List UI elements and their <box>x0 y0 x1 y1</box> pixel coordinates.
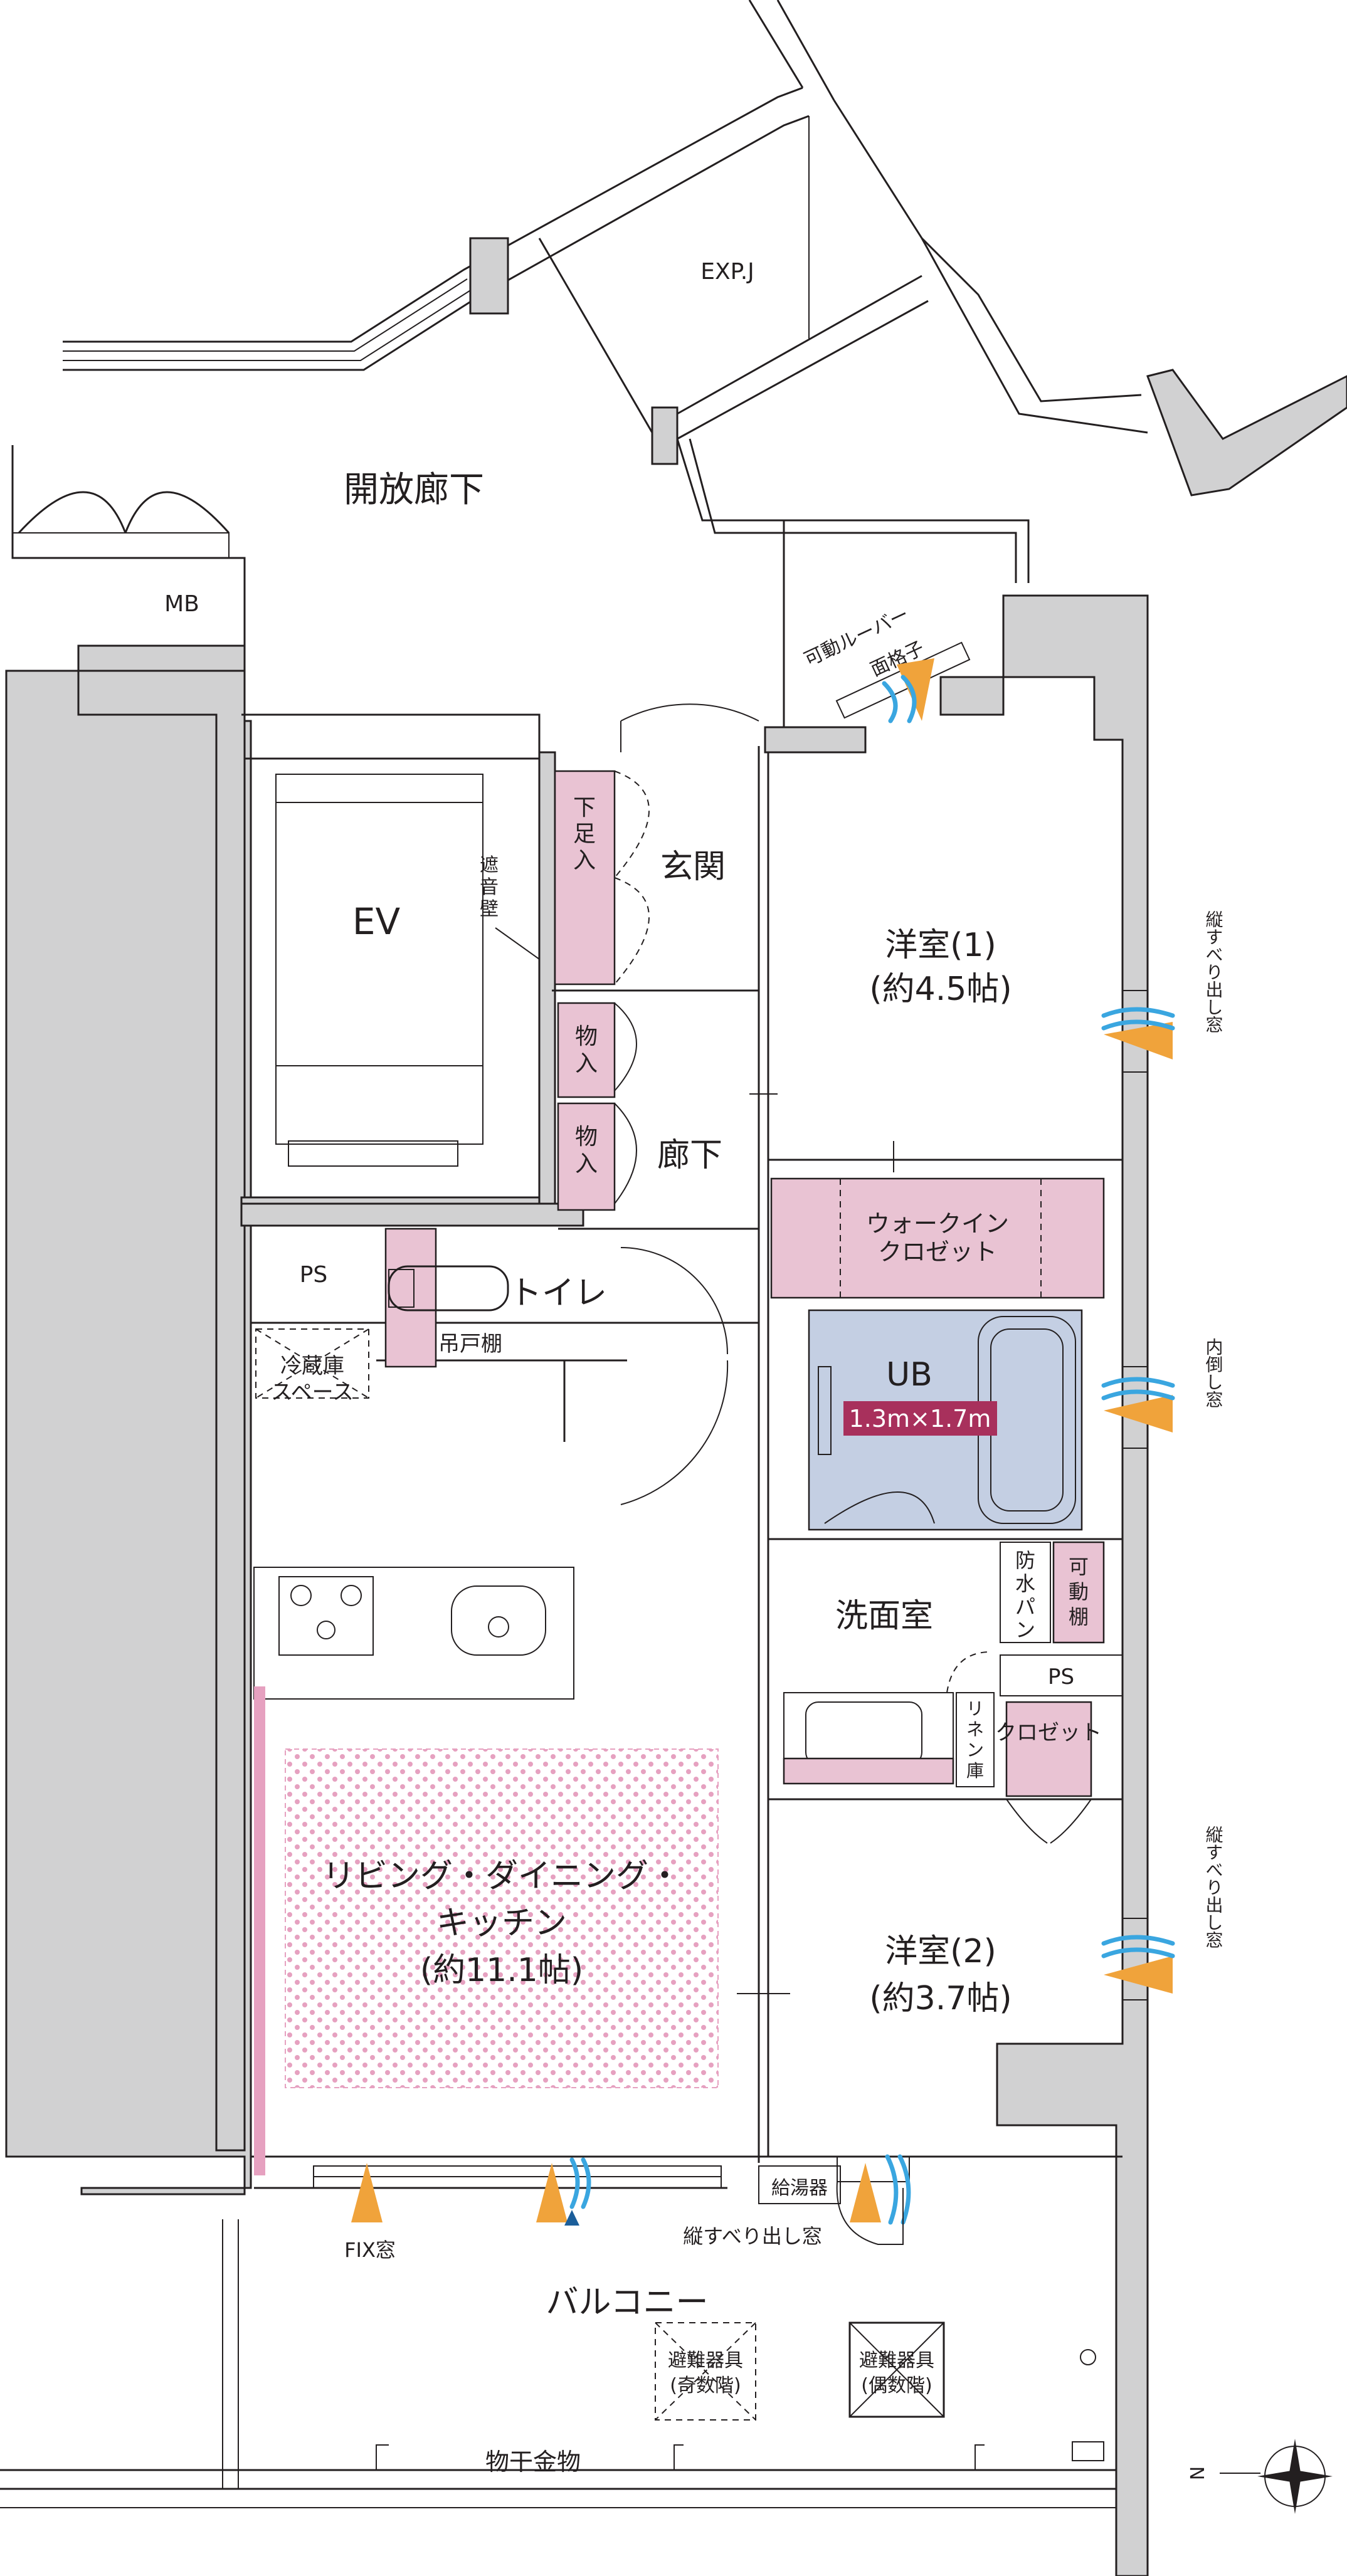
evac-odd-label-2: (奇数階) <box>670 2375 741 2397</box>
shoe-storage-label-2: 足 <box>573 821 596 847</box>
linen-label-4: 庫 <box>966 1760 984 1781</box>
unit-bath: UB 1.3m×1.7m <box>808 1309 1083 1531</box>
hanging-shelf <box>384 1228 437 1368</box>
evac-even-label-1: 避難器具 <box>859 2350 934 2372</box>
compass-rose: N <box>1187 2439 1333 2514</box>
sound-wall-label-1: 遮 <box>480 854 499 876</box>
fix-window-label: FIX窓 <box>344 2238 396 2262</box>
linen-label-3: ン <box>966 1740 984 1760</box>
bedroom-2-size: (約3.7帖) <box>869 1980 1012 2017</box>
water-heater-label: 給湯器 <box>771 2177 828 2199</box>
bedroom-1: 洋室(1) (約4.5帖) <box>749 927 1012 1172</box>
bedroom-2: 洋室(2) (約3.7帖) <box>869 1933 1012 2017</box>
closet-label: クロゼット <box>995 1720 1102 1745</box>
tilt-window-label: 内倒し窓 <box>1203 1338 1224 1408</box>
walk-in-closet: ウォークイン クロゼット <box>770 1177 1105 1299</box>
waterpan-label-3: パ <box>1015 1595 1035 1619</box>
ldk-size: (約11.1帖) <box>420 1952 583 1989</box>
closet <box>1005 1701 1092 1797</box>
ldk-label-2: キッチン <box>436 1905 567 1942</box>
movable-shelf <box>1052 1541 1105 1644</box>
toilet-room: トイレ 吊戸棚 PS <box>300 1228 607 1368</box>
linen-label-2: ネ <box>966 1719 984 1740</box>
vertical-window-1-label: 縦すべり出し窓 <box>1203 910 1224 1033</box>
ps-right-label: PS <box>1048 1664 1074 1690</box>
north-label: N <box>1187 2466 1209 2480</box>
balcony-label: バルコニー <box>546 2284 709 2321</box>
ldk-label-1: リビング・ダイニング・ <box>322 1858 681 1895</box>
washroom-label: 洗面室 <box>835 1597 933 1635</box>
vanity-shelf <box>783 1757 954 1785</box>
movable-shelf-label-3: 棚 <box>1069 1605 1089 1629</box>
storage-2 <box>557 1102 616 1211</box>
sound-wall-label-3: 壁 <box>480 898 499 920</box>
laundry-hanger-label: 物干金物 <box>485 2448 581 2476</box>
ub-size-badge <box>843 1401 997 1436</box>
vertical-window-3-label: 縦すべり出し窓 <box>683 2224 822 2248</box>
fridge-space: 冷蔵庫 スペース <box>255 1328 369 1405</box>
movable-shelf-label-2: 動 <box>1069 1580 1089 1604</box>
mb-cabinet <box>11 445 246 658</box>
elevator-shaft: EV <box>243 757 541 1199</box>
mb-label: MB <box>164 591 199 617</box>
hallway-label: 廊下 <box>657 1137 722 1174</box>
storage-1 <box>557 1002 616 1098</box>
bedroom-1-size: (約4.5帖) <box>869 970 1012 1008</box>
bedroom-2-name: 洋室(2) <box>885 1933 996 1970</box>
ub-label: UB <box>886 1356 932 1394</box>
storage-1-label-2: 入 <box>575 1051 598 1076</box>
storage-2-label-1: 物 <box>575 1124 598 1150</box>
storage-1-label-1: 物 <box>575 1024 598 1049</box>
toilet-label: トイレ <box>509 1275 607 1312</box>
movable-shelf-label-1: 可 <box>1069 1555 1089 1579</box>
entrance-area: 下 足 入 玄関 <box>554 703 759 986</box>
expj-label: EXP.J <box>700 259 754 285</box>
open-corridor-label: 開放廊下 <box>344 470 484 510</box>
vertical-window-2-label: 縦すべり出し窓 <box>1203 1826 1224 1948</box>
storage-2-label-2: 入 <box>575 1151 598 1177</box>
kitchen-wall-strip <box>254 1686 265 2175</box>
hallway-storage: 物 入 物 入 廊下 <box>557 1002 729 1505</box>
ldk: リビング・ダイニング・ キッチン (約11.1帖) <box>285 1748 790 2088</box>
washroom: 洗面室 防 水 パ ン 可 動 棚 PS リ ネ ン 庫 クロゼット <box>783 1541 1123 1844</box>
bedroom-1-name: 洋室(1) <box>885 927 996 964</box>
sound-wall-label-2: 音 <box>480 876 499 898</box>
sound-wall-note: 遮 音 壁 <box>480 854 540 960</box>
evac-even-label-2: (偶数階) <box>861 2375 932 2397</box>
waterpan-label-2: 水 <box>1015 1572 1035 1596</box>
waterpan-label-4: ン <box>1015 1618 1035 1642</box>
kitchen <box>253 1567 574 2175</box>
ub-size-label: 1.3m×1.7m <box>849 1405 991 1433</box>
exterior-corridor-area <box>63 0 1347 727</box>
linen-label-1: リ <box>966 1698 984 1719</box>
entrance-label: 玄関 <box>660 848 726 886</box>
shoe-storage-label-1: 下 <box>573 795 596 821</box>
walkin-label-1: ウォークイン <box>866 1210 1009 1238</box>
walkin-label-2: クロゼット <box>878 1238 997 1266</box>
shoe-storage-label-3: 入 <box>573 848 596 873</box>
structural-walls <box>5 594 1149 2576</box>
evac-odd-label-1: 避難器具 <box>668 2350 743 2372</box>
ev-label: EV <box>352 900 401 943</box>
balcony: バルコニー 避難器具 (奇数階) 避難器具 (偶数階) 物干金物 <box>0 2219 1116 2508</box>
ps-left-label: PS <box>300 1262 328 1288</box>
waterpan-label-1: 防 <box>1015 1548 1035 1572</box>
hanging-shelf-label: 吊戸棚 <box>438 1332 502 1357</box>
fridge-label-1: 冷蔵庫 <box>280 1354 344 1379</box>
fridge-label-2: スペース <box>271 1380 354 1405</box>
